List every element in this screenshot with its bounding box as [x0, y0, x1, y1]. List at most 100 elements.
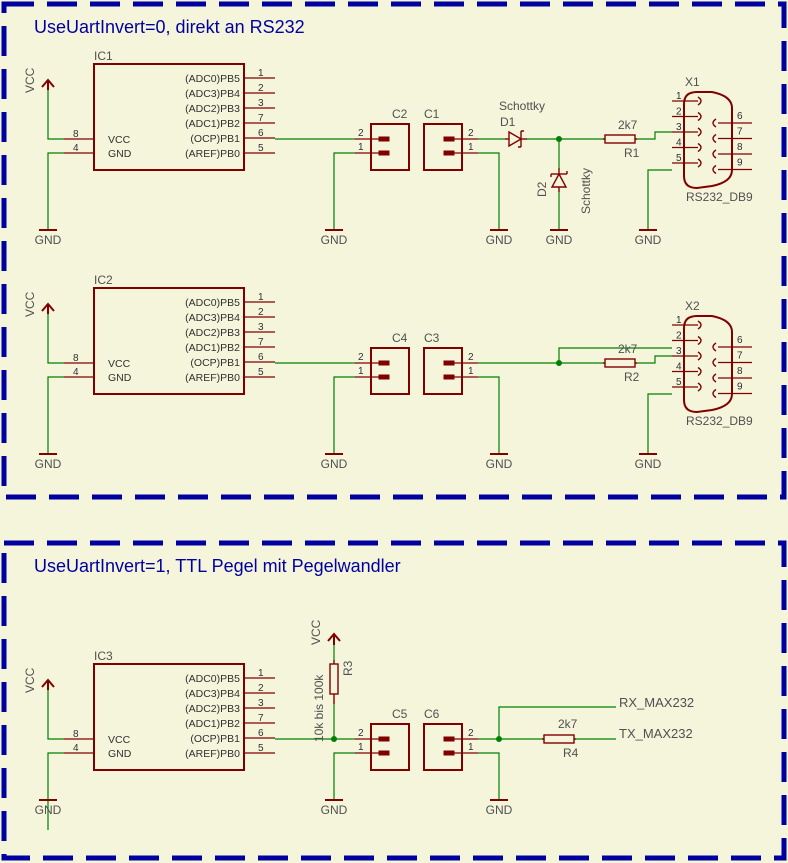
resistor-r3-name: R3 [341, 660, 355, 676]
connector-pin-number: 2 [358, 352, 364, 363]
db9-pin-number: 4 [676, 138, 682, 149]
gnd-symbol: GND [546, 229, 573, 247]
ground-symbols: GND GND GND GND GND GND GND GND GND GND GND GND [35, 229, 662, 817]
ic-pin-number: 3 [258, 698, 264, 709]
ic-pin-number: 7 [258, 713, 264, 724]
ic-pin-name: VCC [108, 358, 131, 370]
gnd-label: GND [546, 233, 573, 247]
connector-pin [378, 150, 390, 156]
gnd-label: GND [35, 457, 62, 471]
db9-pin-number: 2 [676, 331, 682, 342]
junction-dot [556, 136, 562, 142]
connector-pin [378, 374, 390, 380]
db9-value: RS232_DB9 [686, 414, 753, 428]
ic-pin-number: 5 [258, 143, 264, 154]
gnd-wire [47, 376, 64, 454]
connector-body [370, 723, 410, 771]
vcc-label: VCC [23, 291, 37, 317]
ic-body [93, 287, 245, 395]
gnd-symbol: GND [321, 453, 348, 471]
connector-pin [378, 736, 390, 742]
vcc-wire [47, 690, 64, 740]
gnd-symbol: GND [635, 229, 662, 247]
db9-contact [712, 164, 717, 175]
gnd-wire [47, 152, 64, 230]
gnd-label: GND [635, 233, 662, 247]
connector-pin [443, 136, 455, 142]
vcc-symbol-r3: VCC [309, 619, 341, 645]
connector-pin-number: 1 [468, 142, 474, 153]
junction-dot [556, 360, 562, 366]
gnd-label: GND [321, 803, 348, 817]
db9-contact [712, 357, 717, 368]
db9-pin-number: 1 [676, 91, 682, 102]
diode-d1-name: D1 [500, 115, 516, 129]
ic-3: IC31(ADC0)PB52(ADC3)PB43(ADC2)PB37(ADC1)… [23, 649, 275, 830]
ic-body [93, 663, 245, 771]
connector-pin [443, 360, 455, 366]
ic-pin-name: GND [108, 372, 132, 384]
ic-pin-name: (ADC1)PB2 [185, 118, 240, 130]
connector-name: C6 [424, 707, 440, 721]
ic-name: IC1 [94, 49, 113, 63]
row-3-circuit [275, 645, 616, 800]
net-label-tx: TX_MAX232 [619, 726, 693, 741]
db9-value: RS232_DB9 [686, 190, 753, 204]
vcc-arrow [41, 678, 55, 690]
ic-pin-name: (ADC0)PB5 [185, 297, 240, 309]
vcc-wire [47, 314, 64, 364]
db9-pin-number: 9 [737, 158, 743, 169]
resistor-r2-name: R2 [624, 370, 640, 384]
ic-name: IC2 [94, 273, 113, 287]
ic-2: IC21(ADC0)PB52(ADC3)PB43(ADC2)PB37(ADC1)… [23, 273, 275, 454]
ic-pin-number: 8 [73, 353, 79, 364]
db9-contact [697, 320, 702, 330]
gnd-label: GND [635, 457, 662, 471]
resistor-r2: 2k7 R2 [603, 342, 640, 384]
db9-shell [683, 315, 733, 414]
db9-contact [697, 111, 702, 122]
ic-pin-number: 2 [258, 307, 264, 318]
db9-contact [697, 335, 702, 346]
db9-contact [697, 127, 702, 137]
connector-pin-number: 2 [358, 128, 364, 139]
resistor-r2-value: 2k7 [618, 342, 638, 356]
db9-pin-number: 5 [676, 153, 682, 164]
db9-pin-number: 3 [676, 122, 682, 133]
gnd-label: GND [35, 803, 62, 817]
diode-d1-value: Schottky [499, 99, 545, 113]
ic-pin-number: 2 [258, 683, 264, 694]
gnd-symbol: GND [486, 229, 513, 247]
ic-pin-name: (ADC2)PB3 [185, 327, 240, 339]
ic-pin-name: (OCP)PB1 [190, 133, 240, 145]
db9-name: X2 [685, 299, 700, 313]
gnd-symbol: GND [35, 799, 62, 817]
ic-pin-number: 1 [258, 668, 264, 679]
connector-pin [443, 374, 455, 380]
ic-pin-number: 5 [258, 367, 264, 378]
ic-pin-name: (ADC2)PB3 [185, 103, 240, 115]
connector-pin [443, 750, 455, 756]
connector-pin [378, 750, 390, 756]
connector-pin-number: 1 [468, 742, 474, 753]
ic-pin-name: VCC [108, 734, 131, 746]
gnd-label: GND [35, 233, 62, 247]
ic-pin-name: GND [108, 748, 132, 760]
ic-pin-number: 4 [73, 743, 79, 754]
gnd-label: GND [321, 233, 348, 247]
connector-body [370, 123, 410, 171]
gnd-symbol: GND [321, 799, 348, 817]
ic-pin-number: 6 [258, 128, 264, 139]
db9-contact [697, 366, 702, 377]
vcc-arrow [41, 78, 55, 90]
junction-dot [331, 736, 337, 742]
db9-pin-number: 2 [676, 107, 682, 118]
connector-pin-number: 2 [468, 352, 474, 363]
db9-contact [712, 373, 717, 383]
gnd-label: GND [486, 457, 513, 471]
